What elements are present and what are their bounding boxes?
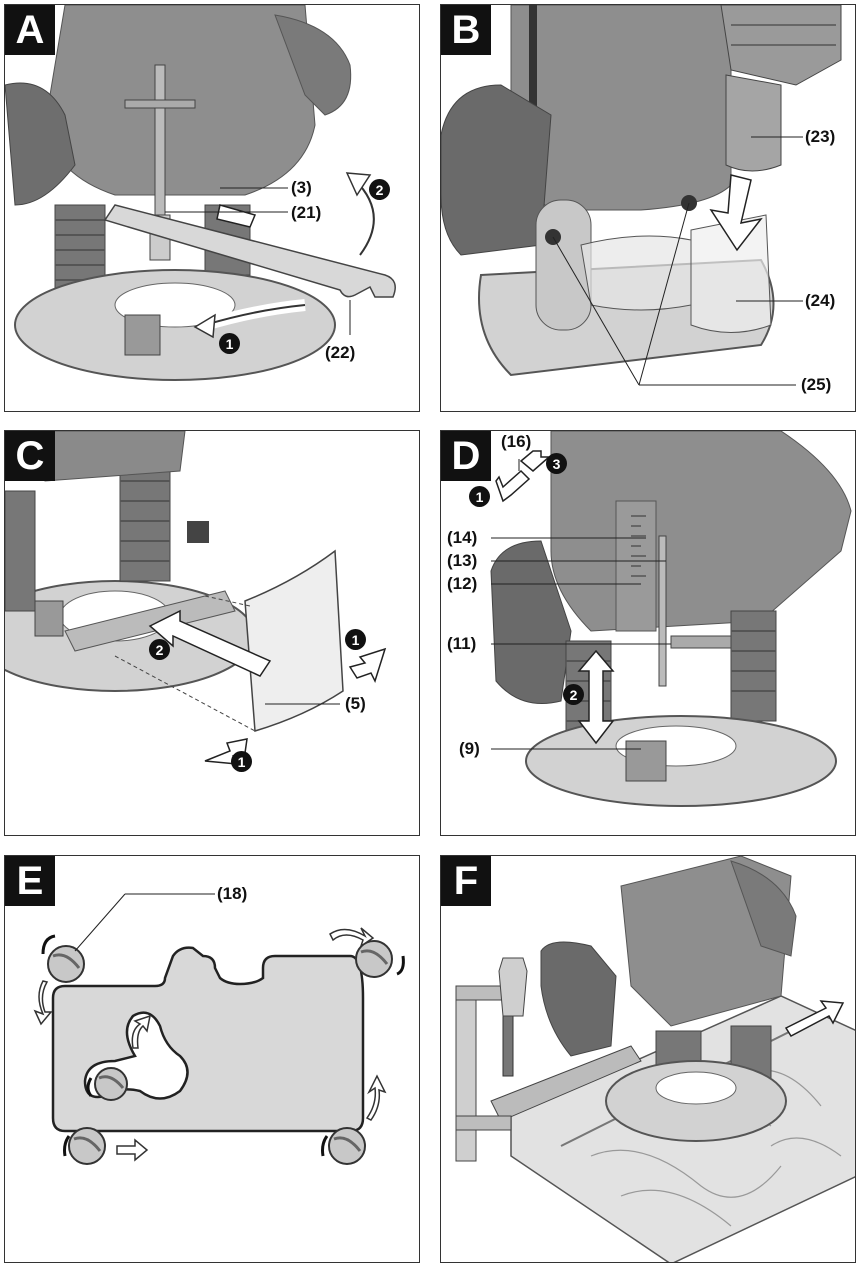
label-5: (5) — [345, 694, 366, 713]
step-badge-1: 1 — [469, 486, 490, 507]
panel-b: B (23) (24) (25) — [440, 4, 856, 412]
panel-e: E — [4, 855, 420, 1263]
cutting-direction-diagram — [33, 893, 405, 1165]
label-24: (24) — [805, 291, 836, 310]
step-badge-3: 3 — [546, 453, 567, 474]
label-25: (25) — [801, 375, 832, 394]
router-depth-setting-illustration — [490, 431, 852, 807]
label-9: (9) — [459, 739, 480, 758]
label-23: (23) — [805, 127, 836, 146]
panel-letter: C — [5, 431, 55, 481]
panel-letter: B — [441, 5, 491, 55]
label-11: (11) — [447, 634, 477, 653]
step-badge-1-bottom: 1 — [231, 751, 252, 772]
panel-d: D — [440, 430, 856, 836]
step-badge-2: 2 — [149, 639, 170, 660]
panel-letter: D — [441, 431, 491, 481]
panel-a: A — [4, 4, 420, 412]
step-badge-1: 1 — [219, 333, 240, 354]
router-with-guide-rail-illustration — [455, 856, 855, 1262]
panel-c: C (5) 1 1 2 — [4, 430, 420, 836]
router-collet-illustration — [5, 5, 396, 381]
label-22: (22) — [325, 343, 356, 362]
step-badge-1-top: 1 — [345, 629, 366, 650]
label-18: (18) — [217, 884, 248, 903]
label-14: (14) — [447, 528, 478, 547]
panel-letter: A — [5, 5, 55, 55]
router-dust-extraction-illustration — [441, 5, 842, 386]
label-3: (3) — [291, 178, 312, 197]
label-12: (12) — [447, 574, 478, 593]
panel-letter: F — [441, 856, 491, 906]
panel-f: F — [440, 855, 856, 1263]
label-21: (21) — [291, 203, 322, 222]
router-chip-guard-illustration — [5, 431, 387, 765]
step-badge-2: 2 — [369, 179, 390, 200]
label-16: (16) — [501, 432, 532, 451]
panel-letter: E — [5, 856, 55, 906]
label-13: (13) — [447, 551, 478, 570]
step-badge-2: 2 — [563, 684, 584, 705]
